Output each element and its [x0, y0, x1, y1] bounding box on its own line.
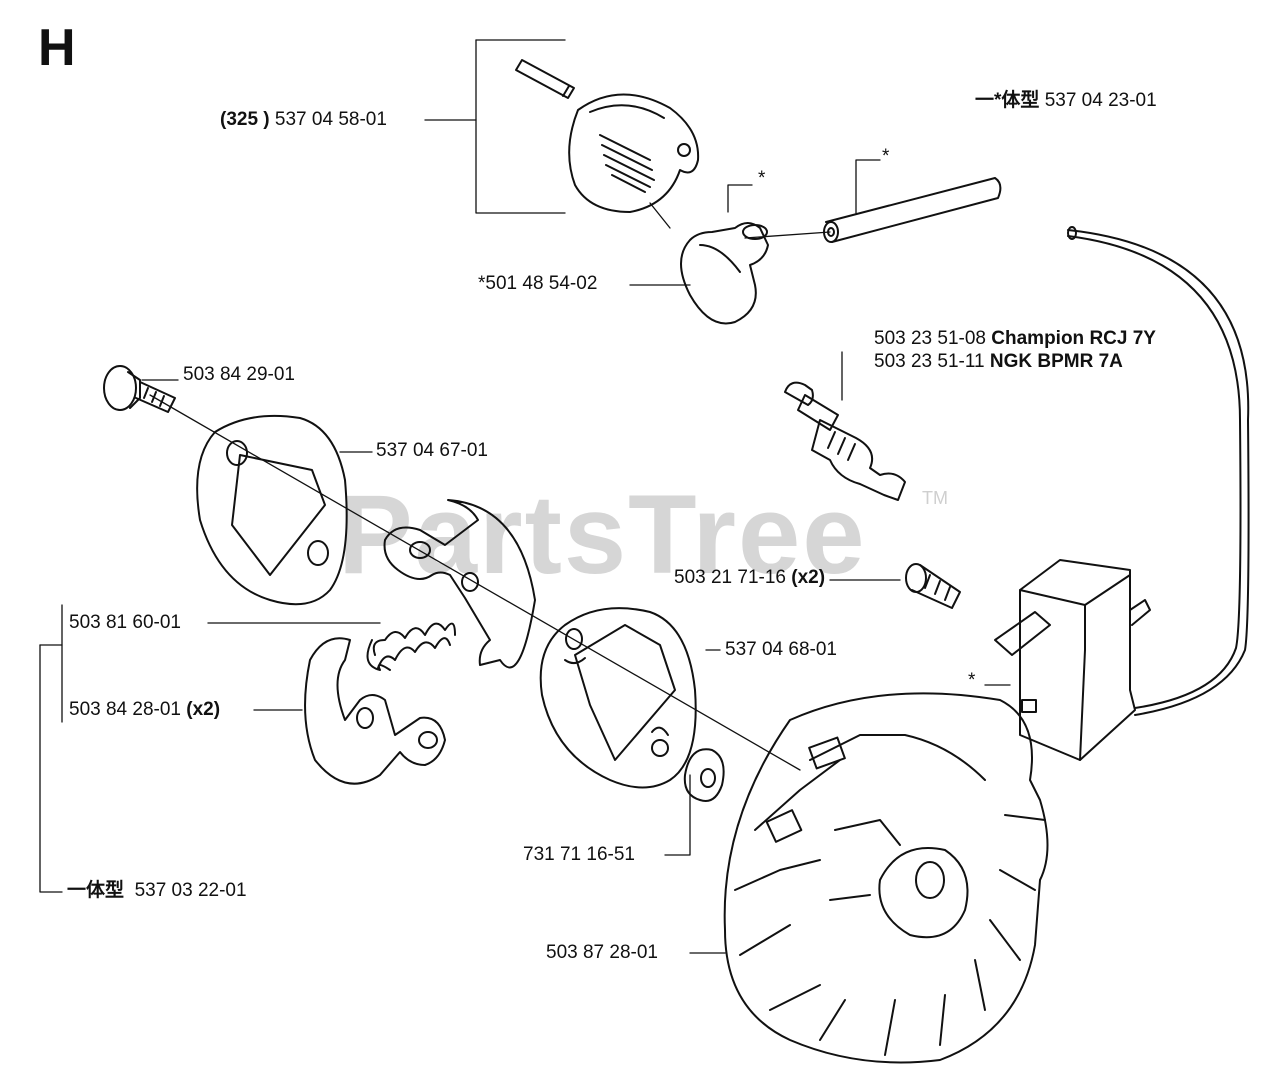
backing-plate-2-part: [539, 607, 697, 789]
label-plate-2: 537 04 68-01: [725, 639, 837, 660]
pin-part: [515, 59, 575, 99]
label-ignition-kit: 一*体型 537 04 23-01: [975, 90, 1157, 112]
label-boot-mark: *: [758, 168, 766, 189]
clutch-shoe-right-part: [383, 499, 536, 669]
hv-lead-part: [823, 177, 1002, 243]
label-shoe: 503 84 28-01 (x2): [69, 699, 220, 721]
label-hv-lead-mark: *: [882, 146, 890, 167]
spring-part: [366, 622, 456, 671]
label-clutch-part: 537 03 22-01: [134, 880, 247, 901]
label-spark-boot: *501 48 54-02: [478, 273, 598, 294]
spark-plug-part: [784, 381, 906, 501]
label-cap: (325 ) 537 04 58-01: [220, 109, 387, 131]
ignition-cable: [1067, 226, 1250, 716]
label-ignition-kit-prefix: 一*体型: [975, 90, 1040, 111]
leader-lines: [39, 39, 1011, 954]
label-flywheel: 503 87 28-01: [546, 942, 658, 963]
label-plug-1-part: 503 23 51-08: [874, 328, 986, 349]
label-coil-screw-qty: (x2): [791, 567, 826, 588]
label-washer: 731 71 16-51: [523, 844, 635, 865]
label-spring: 503 81 60-01: [69, 612, 181, 633]
section-letter: H: [38, 19, 76, 77]
label-shoe-qty: (x2): [186, 699, 221, 720]
label-cap-part: 537 04 58-01: [274, 109, 387, 130]
label-cap-ref: (325 ): [220, 109, 270, 130]
label-screw: 503 84 29-01: [183, 364, 295, 385]
screw-part: [103, 365, 176, 413]
label-plug-2: 503 23 51-11 NGK BPMR 7A: [874, 351, 1123, 373]
label-plate-1: 537 04 67-01: [376, 440, 488, 461]
label-shoe-part: 503 84 28-01: [69, 699, 181, 720]
label-coil-screw: 503 21 71-16 (x2): [674, 567, 825, 589]
spark-cap-part: [568, 93, 700, 213]
label-plug-1: 503 23 51-08 Champion RCJ 7Y: [874, 328, 1156, 350]
label-plug-1-name: Champion RCJ 7Y: [991, 328, 1156, 349]
label-module-mark: *: [968, 670, 976, 691]
watermark-trademark: TM: [922, 488, 948, 508]
flywheel-part: [723, 692, 1049, 1064]
backing-plate-1-part: [196, 414, 348, 606]
label-clutch-prefix: 一体型: [67, 880, 125, 901]
label-clutch: 一体型 537 03 22-01: [67, 880, 247, 902]
label-plug-2-name: NGK BPMR 7A: [989, 351, 1123, 372]
washer-part: [683, 748, 725, 802]
label-ignition-kit-part: 537 04 23-01: [1044, 90, 1157, 111]
label-plug-2-part: 503 23 51-11: [874, 351, 985, 372]
coil-screw-part: [905, 563, 961, 609]
spark-boot-part: [680, 222, 769, 325]
ignition-module-part: [994, 559, 1151, 761]
label-coil-screw-part: 503 21 71-16: [674, 567, 786, 588]
clutch-shoe-left-part: [304, 637, 446, 785]
